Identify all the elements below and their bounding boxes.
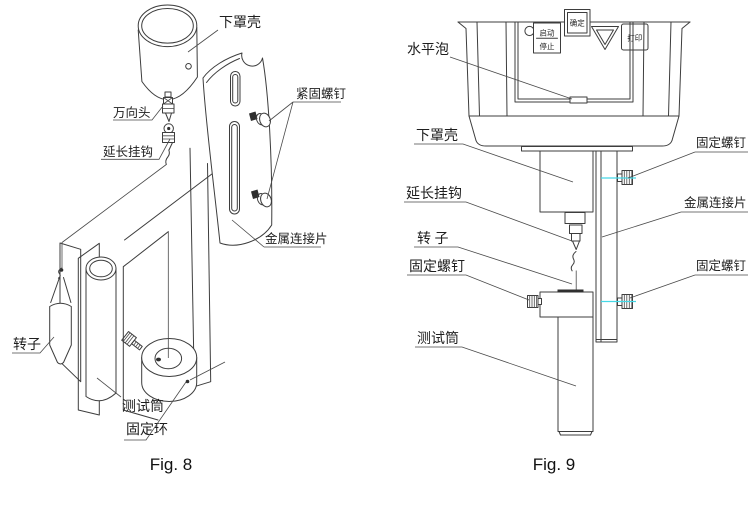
start-stop-button: 启动 停止	[533, 22, 561, 54]
confirm-button: 确定	[564, 9, 591, 37]
figure-8: 下罩壳 紧固螺钉 万向头 延长挂钩 金属连接片 转子 测试筒 固定环 Fig. …	[12, 4, 347, 474]
instrument-head	[457, 21, 691, 147]
lower-cover-cylinder	[137, 4, 198, 101]
holder-block	[527, 289, 594, 318]
start-label: 启动	[540, 28, 555, 38]
fig9-label-fixing-screw-top: 固定螺钉	[696, 135, 747, 150]
lower-cover-box	[539, 150, 594, 213]
fixing-screw-right-top	[601, 170, 636, 185]
fastening-screw-top	[249, 111, 271, 128]
confirm-button-label: 确定	[570, 18, 585, 28]
fig8-label-fixing-ring: 固定环	[126, 422, 168, 438]
fig9-label-test-cylinder: 测试筒	[417, 330, 459, 347]
fig8-label-rotor: 转子	[13, 337, 41, 353]
fig9-label-level-bubble: 水平泡	[407, 42, 449, 58]
control-panel: 确定 启动 停止 打印	[524, 9, 649, 54]
fastening-screw-bottom	[251, 189, 272, 208]
fig9-label-metal-connector: 金属连接片	[684, 195, 747, 210]
fig8-labels: 下罩壳 紧固螺钉 万向头 延长挂钩 金属连接片 转子 测试筒 固定环	[12, 14, 347, 441]
fig8-caption: Fig. 8	[150, 455, 193, 474]
fig9-labels: 水平泡 下罩壳 延长挂钩 转 子 固定螺钉 测试筒 固定螺钉 金属连接片 固定螺…	[404, 42, 748, 387]
test-cylinder-fig9	[557, 316, 594, 436]
metal-connector-shell	[202, 52, 273, 246]
fig8-label-metal-connector: 金属连接片	[265, 231, 328, 246]
fig9-label-extension-hook: 延长挂钩	[406, 186, 462, 202]
hanging-wire	[61, 164, 167, 268]
fixing-ring	[121, 231, 226, 402]
universal-head	[162, 91, 175, 122]
fig8-label-test-cylinder: 测试筒	[122, 398, 164, 415]
stop-label: 停止	[540, 41, 555, 51]
fig9-label-rotor: 转 子	[417, 231, 449, 247]
fig8-label-extension-hook: 延长挂钩	[103, 145, 153, 159]
rotor-hook	[570, 251, 577, 272]
indicator-light	[524, 25, 535, 37]
test-cylinder-fig8	[85, 256, 117, 402]
print-button-label: 打印	[627, 33, 642, 43]
figure-9: 确定 启动 停止 打印	[404, 9, 748, 474]
extension-hook-fig9	[564, 212, 586, 290]
level-bubble	[569, 96, 588, 104]
print-button: 打印	[621, 23, 649, 51]
mounting-plate	[521, 146, 633, 152]
fig9-caption: Fig. 9	[533, 455, 576, 474]
extension-hook-fig8	[162, 123, 175, 165]
fig8-label-lower-cover: 下罩壳	[219, 14, 261, 31]
fixing-screw-right-bottom	[601, 294, 636, 309]
fig9-label-fixing-screw-left: 固定螺钉	[409, 259, 465, 275]
metal-connector-strip	[595, 150, 618, 343]
fig9-label-lower-cover: 下罩壳	[416, 127, 458, 144]
ring-screw	[121, 331, 143, 351]
fig8-label-universal-head: 万向头	[113, 105, 151, 120]
rotor-spindle	[49, 267, 72, 365]
fig9-label-fixing-screw-bottom: 固定螺钉	[696, 258, 747, 273]
fig8-label-fastening-screw: 紧固螺钉	[296, 87, 347, 101]
down-arrow-button	[591, 26, 619, 50]
